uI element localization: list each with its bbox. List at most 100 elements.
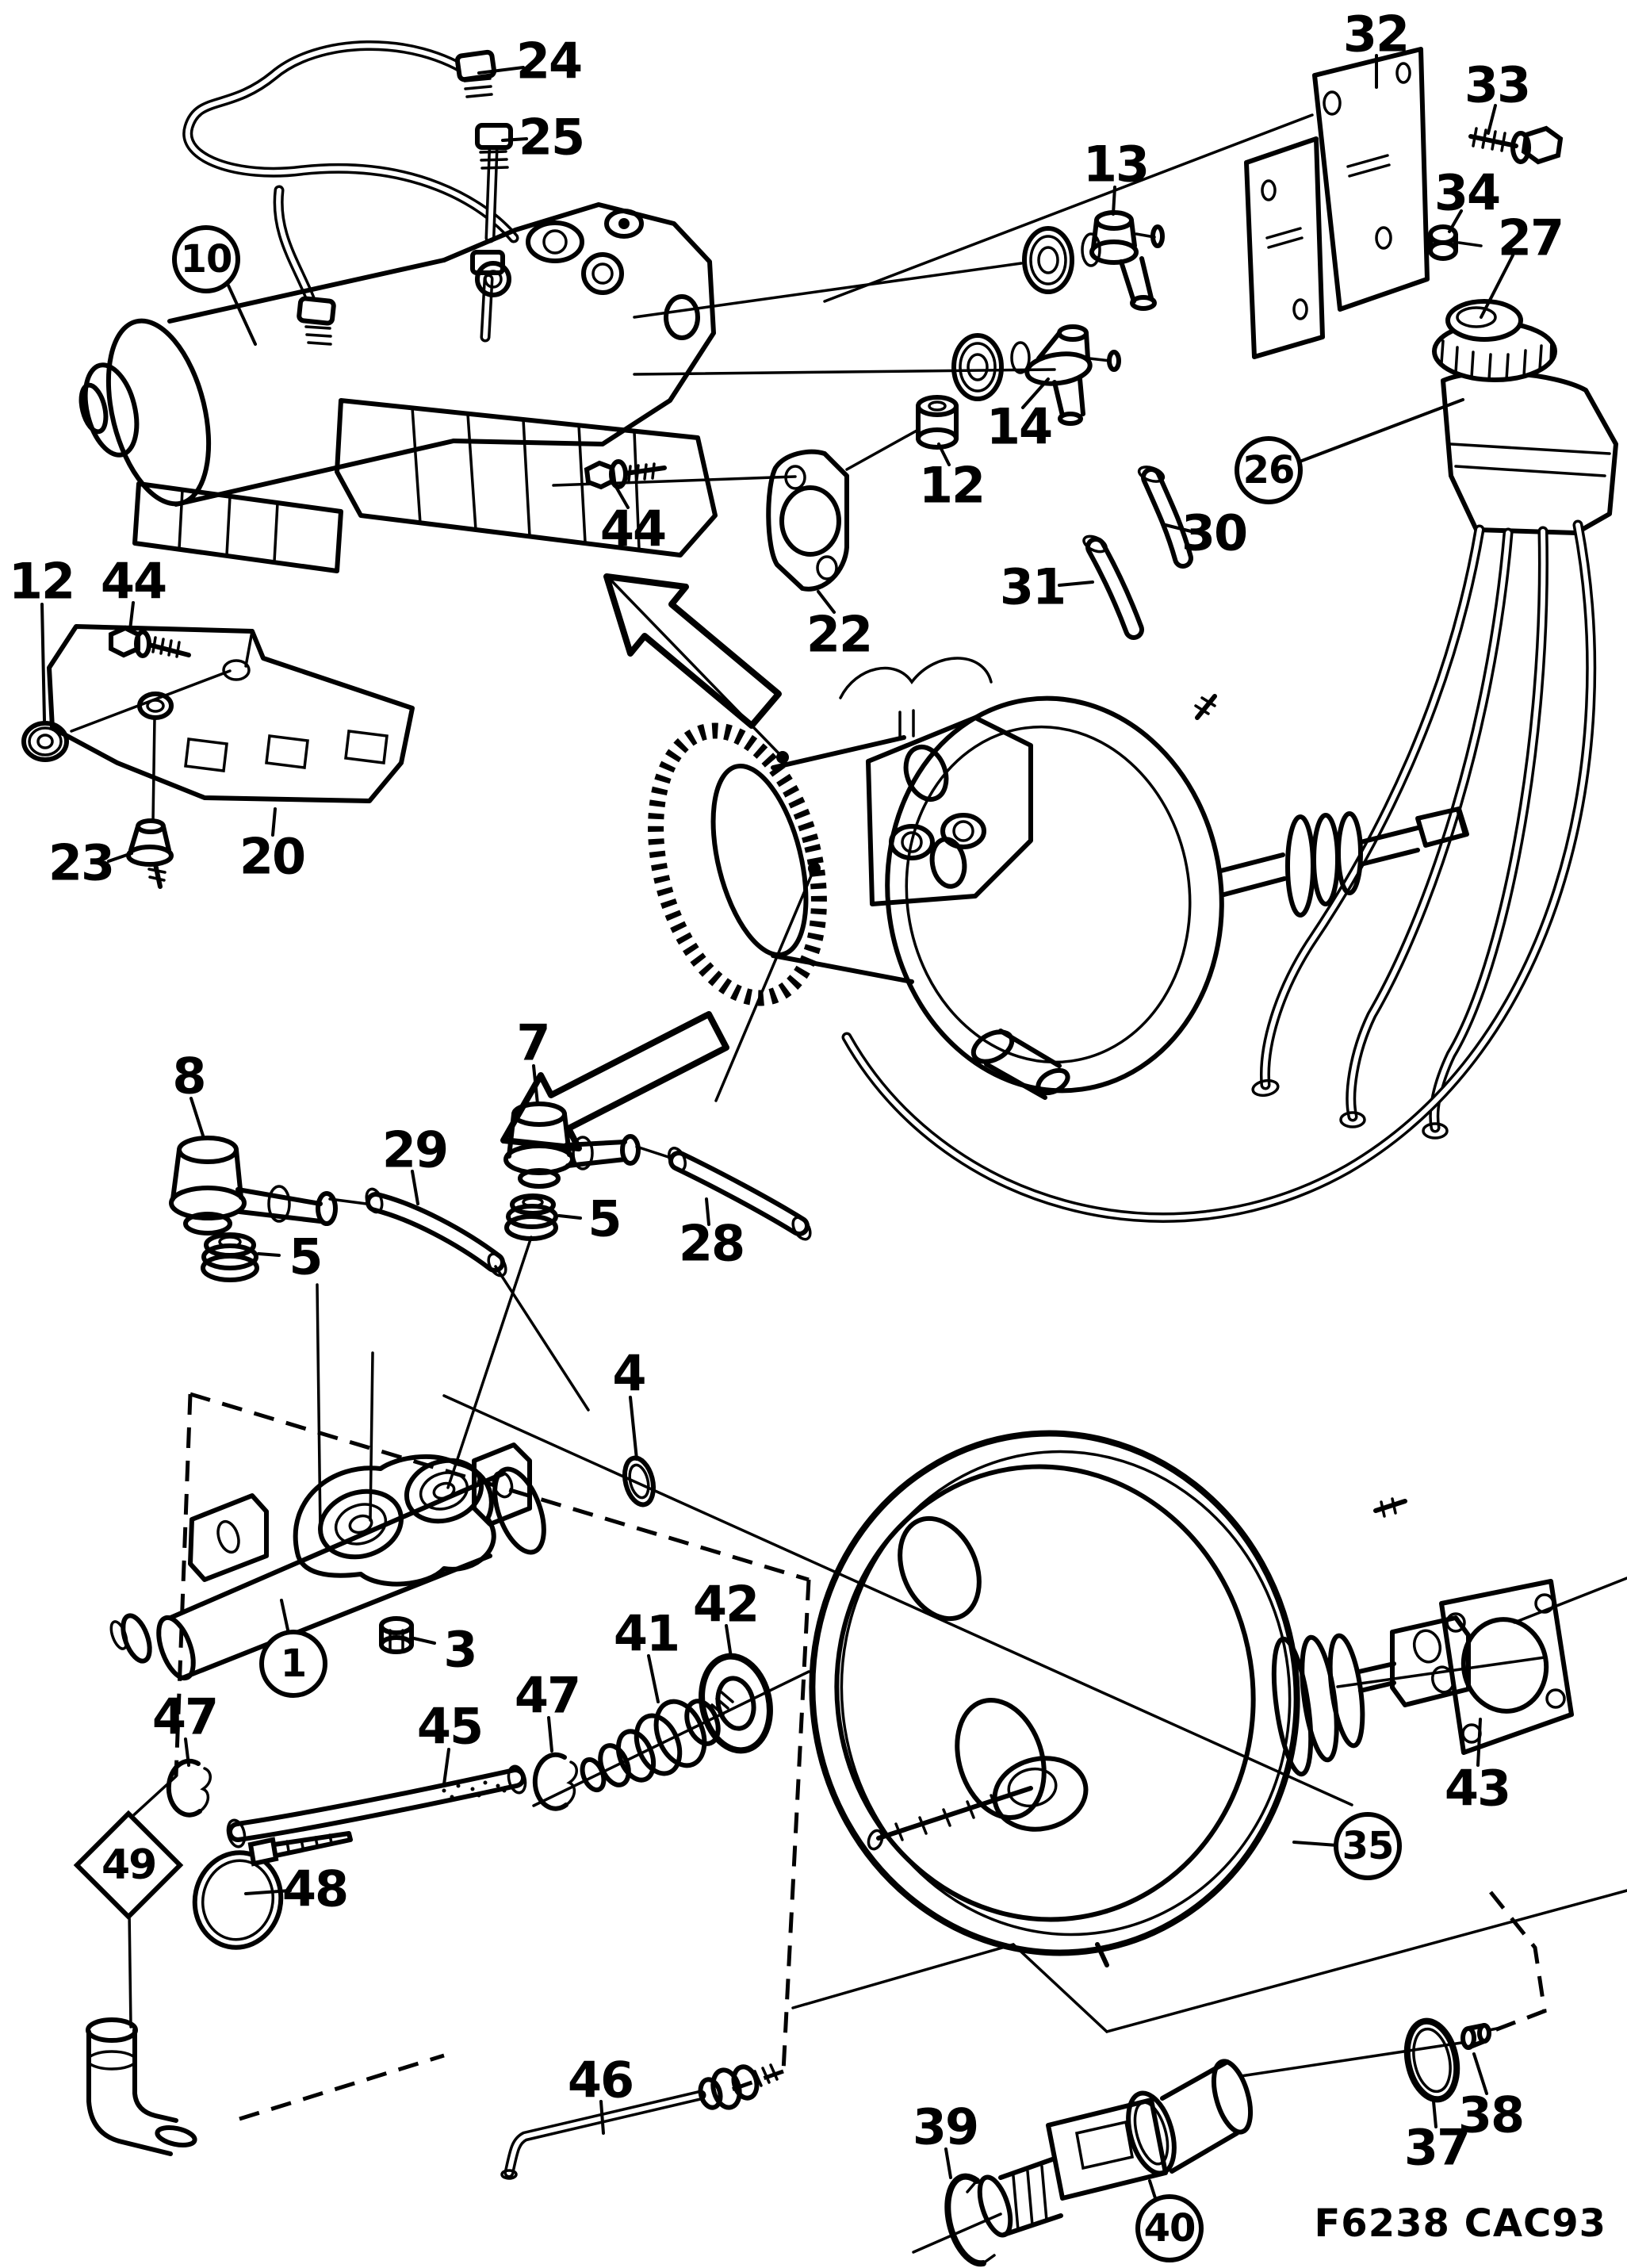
callout-12-15: 12 — [8, 552, 75, 611]
callout-10-2: 10 — [172, 225, 240, 293]
leader-line-12-15 — [40, 603, 46, 722]
elbow-connector-bottom-left — [86, 2017, 197, 2156]
support-bracket-20 — [47, 624, 415, 803]
screw-33 — [1468, 125, 1564, 165]
callout-5-22: 5 — [289, 1228, 323, 1286]
leader-line-42-29 — [725, 1624, 733, 1659]
leader-line-27-7 — [1480, 254, 1514, 319]
leader-line-1-26 — [280, 1599, 290, 1635]
leader-line-47-32 — [184, 1737, 190, 1767]
master-cylinder-1 — [109, 1442, 546, 1681]
hose-28 — [635, 1145, 812, 1241]
callout-37-40: 37 — [1403, 2118, 1471, 2177]
snap-ring-39 — [912, 2173, 1002, 2267]
o-ring-4 — [622, 1455, 657, 1508]
leader-line-30-11 — [1161, 523, 1192, 533]
callout-30-11: 30 — [1181, 504, 1248, 562]
grommet-12-right — [916, 395, 959, 450]
axis-line-fitting-41 — [532, 1670, 810, 1807]
callout-42-29: 42 — [692, 1575, 760, 1634]
cable-tie-48 — [192, 1831, 353, 1950]
assembled-abs-booster-unit — [648, 657, 1469, 1100]
plug-38 — [1460, 2023, 1499, 2050]
callout-25-1: 25 — [518, 108, 585, 167]
callout-20-18: 20 — [239, 827, 306, 886]
clamp-47-right — [532, 1752, 578, 1811]
hose-piece-30 — [1137, 465, 1193, 569]
seal-5-right — [504, 1193, 558, 1241]
nut-3 — [379, 1616, 414, 1654]
seal-grommet-14 — [951, 333, 1031, 401]
leader-line-47-30 — [547, 1716, 553, 1753]
callout-27-7: 27 — [1497, 209, 1564, 267]
clamp-47-left — [166, 1758, 212, 1818]
brake-booster-35 — [809, 1430, 1546, 1967]
leader-line-33-5 — [1487, 104, 1497, 135]
callout-39-38: 39 — [912, 2098, 979, 2156]
gasket-43 — [1439, 1576, 1627, 1755]
callout-48-34: 48 — [281, 1860, 349, 1918]
callout-13-3: 13 — [1082, 135, 1150, 193]
callout-12-9: 12 — [918, 456, 986, 515]
elbow-fitting-14 — [1024, 324, 1121, 426]
leader-line-7-20 — [532, 1064, 539, 1105]
callout-35-36: 35 — [1334, 1812, 1402, 1880]
bolt-23 — [126, 818, 174, 889]
leader-line-3-27 — [412, 1637, 436, 1645]
leader-line-5-22 — [257, 1252, 281, 1257]
leader-line-46-37 — [599, 2100, 605, 2135]
leader-line-31-12 — [1058, 580, 1094, 587]
callout-31-12: 31 — [999, 557, 1066, 616]
leader-line-34-6 — [1448, 209, 1463, 233]
callout-8-19: 8 — [172, 1047, 206, 1105]
leader-line-29-21 — [411, 1170, 419, 1205]
leader-line-5-23 — [557, 1214, 582, 1220]
mounting-bracket-32 — [1244, 47, 1430, 359]
callout-23-17: 23 — [48, 833, 115, 892]
elbow-fitting-8 — [169, 1136, 338, 1236]
leader-line-25-1 — [501, 137, 528, 142]
leader-line-41-28 — [647, 1654, 660, 1703]
figure-code: F6238 CAC93 — [1314, 2201, 1606, 2246]
callout-40-39: 40 — [1135, 2194, 1204, 2262]
hose-piece-31 — [1082, 534, 1144, 640]
leader-line-23-17 — [107, 852, 133, 863]
leader-line-24-0 — [477, 66, 525, 75]
o-ring-37 — [1403, 2017, 1460, 2103]
callout-38-41: 38 — [1457, 2086, 1525, 2144]
exploded-view-arrow-upper — [603, 573, 782, 729]
leader-line-37-40 — [1432, 2100, 1438, 2128]
leader-line-8-19 — [189, 1097, 205, 1137]
pipe-union-nut-25 — [475, 123, 513, 170]
callout-44-13: 44 — [599, 500, 667, 558]
callout-3-27: 3 — [443, 1620, 477, 1679]
leader-line-48-34 — [244, 1889, 292, 1895]
callout-41-28: 41 — [613, 1604, 680, 1663]
callout-34-6: 34 — [1434, 163, 1501, 222]
leader-line-44-16 — [128, 601, 135, 631]
pressure-switch-40 — [977, 2041, 1463, 2238]
callout-47-30: 47 — [514, 1666, 581, 1725]
nut-34 — [1428, 224, 1483, 261]
grommet-12-left — [21, 721, 69, 762]
axis-line-bolt-23 — [151, 716, 156, 823]
leader-line-12-9 — [937, 442, 951, 466]
leader-line-14-8 — [1021, 377, 1050, 409]
leader-line-20-18 — [271, 807, 277, 837]
bolt-44-center — [584, 459, 667, 490]
pipe-union-nut-bottom — [297, 296, 336, 346]
callout-46-37: 46 — [567, 2051, 634, 2109]
callout-1-26: 1 — [259, 1630, 327, 1698]
leader-line-38-41 — [1472, 2052, 1488, 2095]
callout-28-24: 28 — [678, 1214, 745, 1273]
leader-line-13-3 — [1112, 186, 1116, 216]
callout-45-31: 45 — [416, 1697, 484, 1756]
callout-24-0: 24 — [515, 32, 583, 90]
seal-5-left — [201, 1232, 259, 1282]
seal-grommet-13 — [1022, 226, 1101, 294]
callout-44-16: 44 — [100, 552, 167, 611]
pipe-46 — [500, 2063, 779, 2180]
